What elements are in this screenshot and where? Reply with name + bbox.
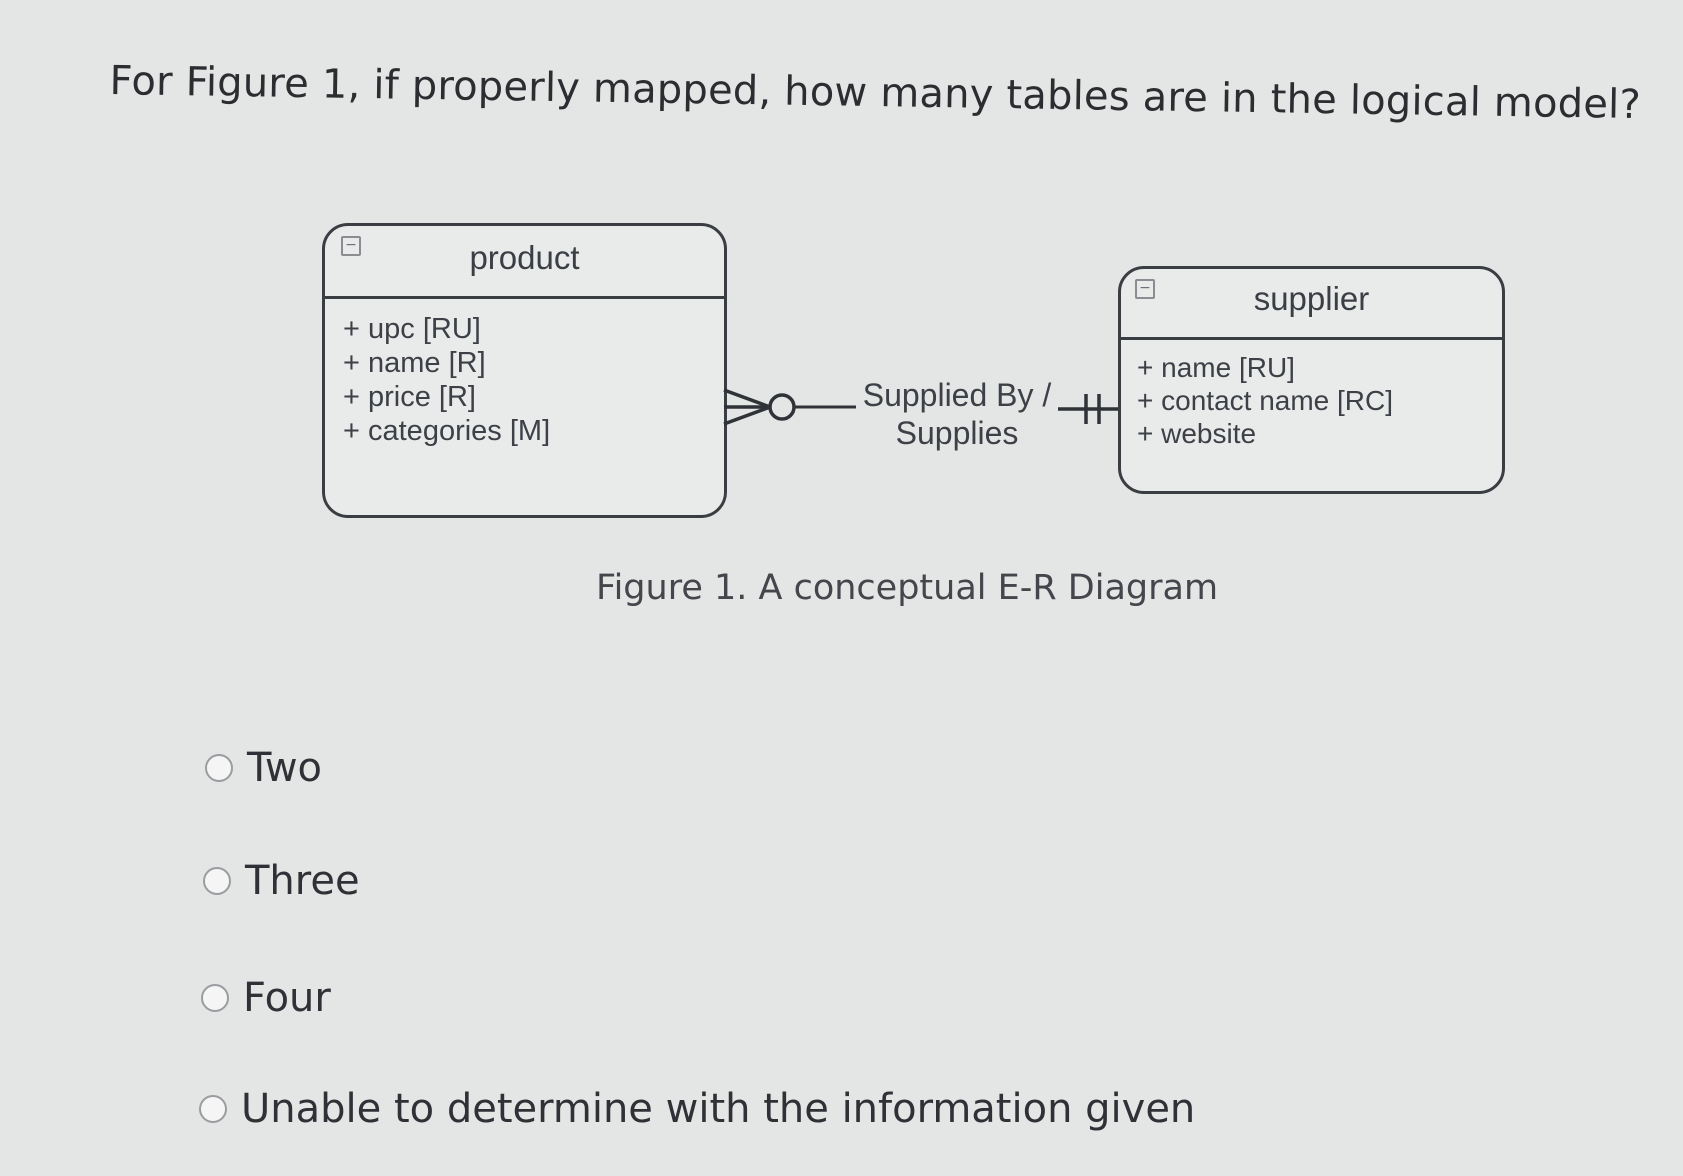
answer-option-two[interactable]: Two bbox=[205, 745, 322, 791]
relationship-label-line2: Supplies bbox=[895, 415, 1019, 451]
relationship-label-line1: Supplied By / bbox=[862, 377, 1052, 413]
relationship-label: Supplied By / Supplies bbox=[852, 376, 1062, 452]
entity-header: supplier bbox=[1121, 269, 1502, 340]
attribute: name [R] bbox=[343, 346, 550, 380]
figure-caption: Figure 1. A conceptual E-R Diagram bbox=[596, 568, 1219, 608]
radio-button-icon[interactable] bbox=[201, 984, 229, 1012]
entity-product: − product upc [RU] name [R] price [R] ca… bbox=[322, 223, 727, 518]
collapse-icon[interactable]: − bbox=[341, 236, 361, 256]
collapse-icon[interactable]: − bbox=[1135, 279, 1155, 299]
radio-button-icon[interactable] bbox=[203, 867, 231, 895]
attribute-list: name [RU] contact name [RC] website bbox=[1137, 351, 1393, 450]
attribute: price [R] bbox=[343, 380, 550, 414]
answer-option-unable[interactable]: Unable to determine with the information… bbox=[199, 1086, 1195, 1132]
option-label[interactable]: Two bbox=[247, 745, 322, 791]
attribute: upc [RU] bbox=[343, 312, 550, 346]
option-label[interactable]: Three bbox=[245, 858, 360, 904]
attribute: name [RU] bbox=[1137, 351, 1393, 384]
one-and-only-one-icon bbox=[1058, 394, 1118, 424]
attribute: website bbox=[1137, 417, 1393, 450]
answer-option-four[interactable]: Four bbox=[201, 975, 331, 1021]
attribute: categories [M] bbox=[343, 414, 550, 448]
attribute: contact name [RC] bbox=[1137, 384, 1393, 417]
option-label[interactable]: Four bbox=[243, 975, 331, 1021]
radio-button-icon[interactable] bbox=[205, 754, 233, 782]
attribute-list: upc [RU] name [R] price [R] categories [… bbox=[343, 312, 550, 448]
radio-button-icon[interactable] bbox=[199, 1095, 227, 1123]
entity-header: product bbox=[325, 226, 724, 299]
option-label[interactable]: Unable to determine with the information… bbox=[241, 1086, 1196, 1132]
zero-or-many-icon bbox=[723, 388, 796, 426]
entity-supplier: − supplier name [RU] contact name [RC] w… bbox=[1118, 266, 1505, 494]
answer-option-three[interactable]: Three bbox=[203, 858, 360, 904]
